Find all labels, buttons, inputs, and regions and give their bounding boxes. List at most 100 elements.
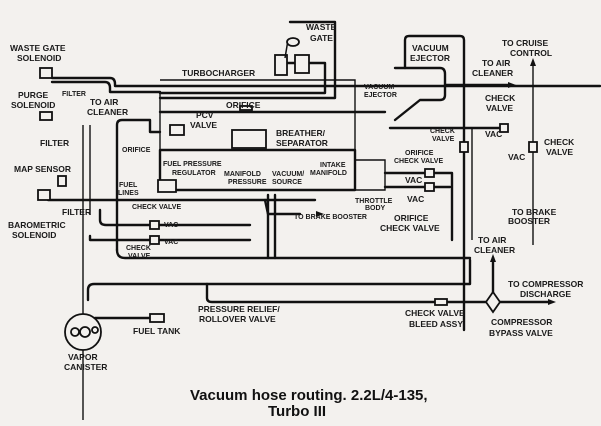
label-waste-gate: WASTE bbox=[306, 22, 337, 32]
orifice-top-icon bbox=[239, 105, 253, 111]
label-orifice-check-valve-upper: ORIFICE bbox=[405, 150, 434, 157]
label-vacuum-source: VACUUM/ bbox=[272, 171, 304, 178]
hose-check-vac-row2 bbox=[88, 234, 252, 242]
label-filter-top: FILTER bbox=[62, 91, 86, 98]
label-rollover-valve: ROLLOVER VALVE bbox=[199, 314, 276, 324]
label-to-cruise-control-2: CONTROL bbox=[510, 48, 552, 58]
hose-canister-bypass bbox=[86, 258, 472, 302]
label-map-sensor: MAP SENSOR bbox=[14, 164, 71, 174]
components bbox=[37, 37, 538, 351]
label-vac-oc1: VAC bbox=[405, 175, 422, 185]
label-check-valve-lower: CHECK bbox=[126, 245, 151, 252]
label-breather: BREATHER/ bbox=[276, 128, 326, 138]
hose-to-brake-booster-mid bbox=[263, 198, 302, 216]
arrow-to-air-cleaner-bottom-icon bbox=[490, 254, 496, 262]
label-waste-gate-solenoid-2: SOLENOID bbox=[17, 53, 61, 63]
arrow-to-air-cleaner-right-icon bbox=[508, 82, 516, 88]
caption-line-1: Vacuum hose routing. 2.2L/4-135, bbox=[190, 387, 428, 404]
label-throttle-body: THROTTLE bbox=[355, 198, 393, 205]
label-vapor-canister-2: CANISTER bbox=[64, 362, 107, 372]
label-vac-top: VAC bbox=[485, 129, 502, 139]
label-waste-gate-solenoid: WASTE GATE bbox=[10, 43, 66, 53]
pressure-relief-valve-icon bbox=[149, 313, 165, 323]
label-barometric-solenoid: BAROMETRIC bbox=[8, 220, 66, 230]
label-pcv-valve: PCV bbox=[196, 110, 214, 120]
turbocharger-icon bbox=[274, 54, 288, 76]
breather-separator-icon bbox=[231, 129, 267, 149]
label-to-air-cleaner-right-2: CLEANER bbox=[472, 68, 513, 78]
label-purge-solenoid-2: SOLENOID bbox=[11, 100, 55, 110]
label-intake-manifold-2: MANIFOLD bbox=[310, 170, 347, 177]
label-turbocharger: TURBOCHARGER bbox=[182, 68, 255, 78]
label-pcv-valve-2: VALVE bbox=[190, 120, 217, 130]
label-to-air-cleaner-left-2: CLEANER bbox=[87, 107, 128, 117]
hose-purge-top bbox=[50, 80, 162, 94]
label-fuel-lines: FUEL bbox=[119, 182, 138, 189]
label-manifold-pressure: MANIFOLD bbox=[224, 171, 261, 178]
label-orifice-check-valve-lower-2: CHECK VALVE bbox=[380, 223, 440, 233]
label-fuel-pressure-regulator: FUEL PRESSURE bbox=[163, 161, 222, 168]
label-check-valve-small: CHECK bbox=[430, 128, 455, 135]
check-valve-far-icon bbox=[528, 141, 538, 153]
check-valve-upper-icon bbox=[499, 123, 509, 133]
label-orifice-left: ORIFICE bbox=[122, 147, 151, 154]
caption-line-2: Turbo III bbox=[268, 403, 326, 420]
pcv-valve-icon bbox=[169, 124, 185, 136]
arrow-to-cruise-control-icon bbox=[530, 58, 536, 66]
label-to-air-cleaner-right: TO AIR bbox=[482, 58, 510, 68]
vapor-canister-port-1-icon bbox=[70, 327, 80, 337]
hose-left-loop bbox=[115, 118, 162, 252]
arrow-to-compressor-discharge-icon bbox=[548, 299, 556, 305]
label-fuel-pressure-regulator-2: REGULATOR bbox=[172, 170, 216, 177]
check-valve-row1-icon bbox=[149, 220, 160, 230]
label-check-valve-small-2: VALVE bbox=[432, 136, 455, 143]
label-to-air-cleaner-bottom-2: CLEANER bbox=[474, 245, 515, 255]
turbocharger-body-icon bbox=[294, 54, 310, 74]
hose-wastegate-to-right bbox=[50, 76, 601, 88]
arrow-to-brake-booster-mid-icon bbox=[316, 211, 324, 217]
check-valve-row2-icon bbox=[149, 235, 160, 245]
label-vacuum-ejector-side: VACUUM bbox=[364, 84, 394, 91]
label-check-valve-upper: CHECK bbox=[485, 93, 516, 103]
hose-oc-vac1 bbox=[383, 171, 454, 242]
label-purge-solenoid: PURGE bbox=[18, 90, 49, 100]
hose-lower-loop bbox=[115, 248, 472, 260]
label-filter-mid: FILTER bbox=[40, 138, 69, 148]
label-vac-row1: VAC bbox=[164, 222, 178, 229]
purge-solenoid-icon bbox=[39, 111, 53, 121]
label-compressor-bypass: COMPRESSOR bbox=[491, 317, 552, 327]
label-check-valve-far-2: VALVE bbox=[546, 147, 573, 157]
waste-gate-valve-icon bbox=[286, 37, 300, 47]
label-vacuum-source-2: SOURCE bbox=[272, 179, 302, 186]
label-vac-oc2: VAC bbox=[407, 194, 424, 204]
label-check-valve-upper-2: VALVE bbox=[486, 103, 513, 113]
hose-throttle-body bbox=[355, 159, 386, 191]
waste-gate-solenoid-icon bbox=[39, 67, 53, 79]
vapor-canister-port-2-icon bbox=[79, 326, 91, 338]
label-filter-low: FILTER bbox=[62, 207, 91, 217]
label-vacuum-ejector-box-2: EJECTOR bbox=[410, 53, 450, 63]
label-vac-right: VAC bbox=[508, 152, 525, 162]
label-barometric-solenoid-2: SOLENOID bbox=[12, 230, 56, 240]
label-to-compressor-discharge: TO COMPRESSOR bbox=[508, 279, 583, 289]
label-breather-2: SEPARATOR bbox=[276, 138, 328, 148]
label-fuel-tank: FUEL TANK bbox=[133, 326, 181, 336]
check-valve-small-icon bbox=[459, 141, 469, 153]
fuel-pressure-regulator-icon bbox=[157, 179, 177, 193]
map-sensor-icon bbox=[57, 175, 67, 187]
label-to-air-cleaner-bottom: TO AIR bbox=[478, 235, 506, 245]
labels: WASTE GATE SOLENOID PURGE SOLENOID FILTE… bbox=[8, 22, 583, 372]
orifice-check-valve-1-icon bbox=[424, 168, 435, 178]
label-to-cruise-control: TO CRUISE bbox=[502, 38, 548, 48]
label-vapor-canister: VAPOR bbox=[68, 352, 98, 362]
label-orifice-check-valve-upper-2: CHECK VALVE bbox=[394, 158, 443, 165]
compressor-bypass-valve-icon bbox=[484, 290, 502, 314]
label-vacuum-ejector-box: VACUUM bbox=[412, 43, 449, 53]
label-to-air-cleaner-left: TO AIR bbox=[90, 97, 118, 107]
label-manifold-pressure-2: PRESSURE bbox=[228, 179, 267, 186]
label-intake-manifold: INTAKE bbox=[320, 162, 346, 169]
label-to-brake-booster-right-2: BOOSTER bbox=[508, 216, 550, 226]
label-to-brake-booster-mid: TO BRAKE BOOSTER bbox=[294, 214, 367, 221]
